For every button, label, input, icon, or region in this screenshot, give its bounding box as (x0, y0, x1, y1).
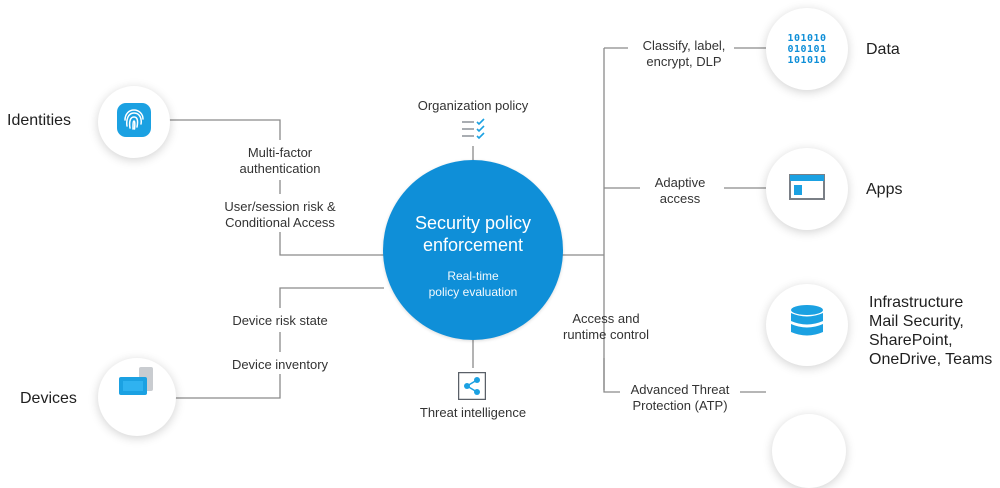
user-session-risk-label: User/session risk & Conditional Access (224, 199, 336, 230)
security-policy-hub: Security policy enforcement Real-time po… (383, 160, 563, 340)
app-window-icon (789, 173, 825, 205)
access-runtime-label: Access and runtime control (563, 311, 649, 342)
hub-subtitle: Real-time policy evaluation (428, 269, 518, 299)
devices-circle (98, 358, 176, 436)
mfa-label: Multi-factor authentication (239, 145, 321, 176)
apps-circle (766, 148, 848, 230)
binary-row: 010101 (787, 43, 827, 55)
identities-connector (168, 119, 281, 140)
devices-connector (168, 374, 281, 399)
hub-title: Security policy enforcement (414, 213, 532, 255)
devices-label: Devices (20, 390, 77, 407)
risk-to-hub-connector (279, 232, 384, 256)
binary-row: 101010 (787, 32, 827, 44)
identities-label: Identities (7, 112, 72, 129)
checklist-icon (461, 118, 487, 147)
hub-to-device-risk-connector (279, 287, 384, 308)
infrastructure-circle (766, 284, 848, 366)
device-risk-state-label: Device risk state (232, 313, 328, 328)
atp-label: Advanced Threat Protection (ATP) (630, 382, 730, 413)
data-circle: 101010 010101 101010 (766, 8, 848, 90)
infrastructure-label: Infrastructure Mail Security, SharePoint… (869, 294, 993, 368)
database-icon (789, 304, 825, 347)
classify-label: Classify, label, encrypt, DLP (642, 38, 726, 69)
connector-lines (168, 47, 766, 399)
apps-label: Apps (866, 181, 903, 198)
share-network-icon (457, 371, 487, 405)
binary-row: 101010 (787, 54, 827, 66)
binary-data-icon: 101010 010101 101010 (787, 33, 826, 66)
organization-policy-label: Organization policy (417, 98, 529, 113)
adaptive-access-label: Adaptive access (654, 175, 706, 206)
devices-icon (115, 361, 159, 406)
atp-branch (603, 358, 620, 393)
threat-intelligence-label: Threat intelligence (419, 405, 527, 420)
data-label: Data (866, 41, 900, 58)
identities-circle (98, 86, 170, 158)
partial-circle (772, 414, 846, 488)
device-inventory-label: Device inventory (231, 357, 329, 372)
fingerprint-icon (116, 102, 152, 143)
